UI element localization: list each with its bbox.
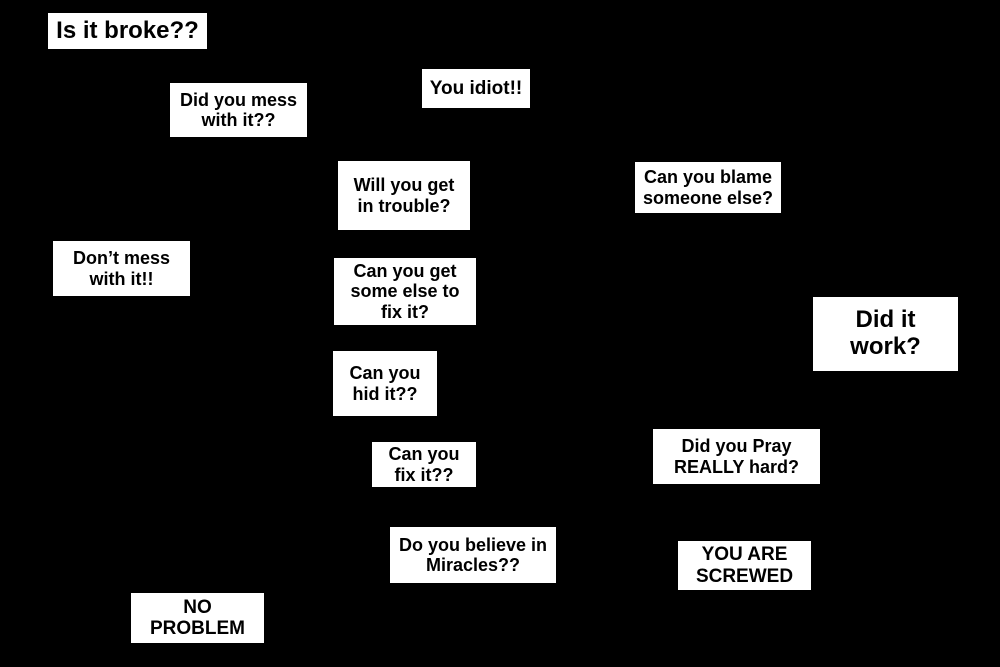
flowchart-node-did-you-mess-with-it: Did you mess with it?? bbox=[170, 83, 307, 137]
flowchart-node-can-you-fix-it: Can you fix it?? bbox=[372, 442, 476, 487]
flowchart-node-no-problem: NO PROBLEM bbox=[131, 593, 264, 643]
flowchart-node-can-you-hid-it: Can you hid it?? bbox=[333, 351, 437, 416]
flowchart-node-you-idiot: You idiot!! bbox=[422, 69, 530, 108]
flowchart-node-is-it-broke: Is it broke?? bbox=[48, 13, 207, 49]
flowchart-node-did-it-work: Did it work? bbox=[813, 297, 958, 371]
flowchart-node-do-you-believe-in-miracles: Do you believe in Miracles?? bbox=[390, 527, 556, 583]
flowchart-node-did-you-pray-really-hard: Did you Pray REALLY hard? bbox=[653, 429, 820, 484]
flowchart-node-will-you-get-in-trouble: Will you get in trouble? bbox=[338, 161, 470, 230]
flowchart-node-can-you-get-some-else-to-fix-it: Can you get some else to fix it? bbox=[334, 258, 476, 325]
flowchart-node-you-are-screwed: YOU ARE SCREWED bbox=[678, 541, 811, 590]
flowchart-node-dont-mess-with-it: Don’t mess with it!! bbox=[53, 241, 190, 296]
flowchart-node-can-you-blame-someone-else: Can you blame someone else? bbox=[635, 162, 781, 213]
